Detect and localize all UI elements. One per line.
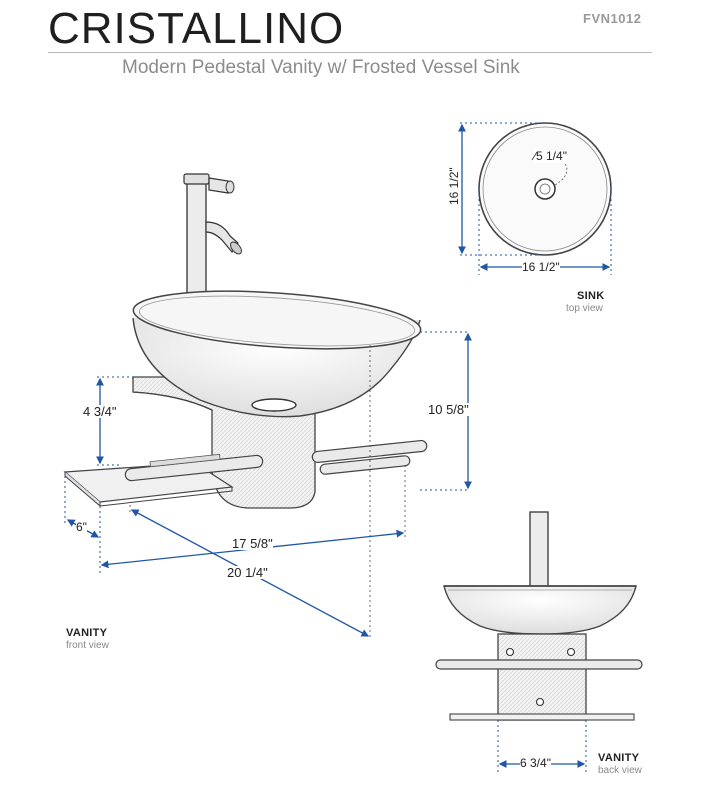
drain-dim-arc [554, 157, 568, 186]
width-label: 20 1/4" [227, 565, 268, 580]
sink-view-label: SINK [577, 290, 605, 302]
vanity-front-view-sublabel: front view [66, 640, 109, 651]
bowl-drain [251, 398, 297, 412]
towel-bar-left [124, 453, 264, 482]
vanity-back-view-label: VANITY [598, 752, 640, 764]
shelf-depth-label: 6" [76, 520, 87, 534]
sink-top-view [458, 122, 612, 275]
cabinet-height-label: 4 3/4" [83, 404, 117, 419]
product-title: CRISTALLINO [48, 4, 345, 53]
faucet-body [186, 179, 207, 296]
back-panel [497, 633, 587, 721]
towel-bar-right [311, 439, 428, 475]
faucet-spout [205, 221, 239, 254]
drain-label: ∕5 1/4" [534, 149, 567, 163]
sink-view-sublabel: top view [566, 303, 603, 314]
overall-height-label: 10 5/8" [428, 402, 469, 417]
back-width-label: 6 3/4" [520, 756, 551, 770]
vessel-sink-rim [132, 290, 422, 350]
model-number: FVN1012 [583, 11, 642, 26]
sink-width-label: 16 1/2" [522, 260, 560, 274]
sink-inner-rim [482, 126, 608, 252]
back-shelf [449, 713, 635, 721]
product-subtitle: Modern Pedestal Vanity w/ Frosted Vessel… [122, 57, 520, 78]
back-bowl [443, 585, 637, 635]
back-towel-bar [435, 659, 643, 670]
vanity-back-view-sublabel: back view [598, 765, 642, 776]
faucet-handle [208, 177, 229, 194]
vanity-front-view-label: VANITY [66, 627, 108, 639]
title-divider [48, 52, 652, 53]
vanity-back-view [435, 511, 643, 772]
vanity-front-view [63, 173, 472, 640]
sink-height-label: 16 1/2" [447, 167, 461, 205]
depth-label: 17 5/8" [232, 536, 273, 551]
